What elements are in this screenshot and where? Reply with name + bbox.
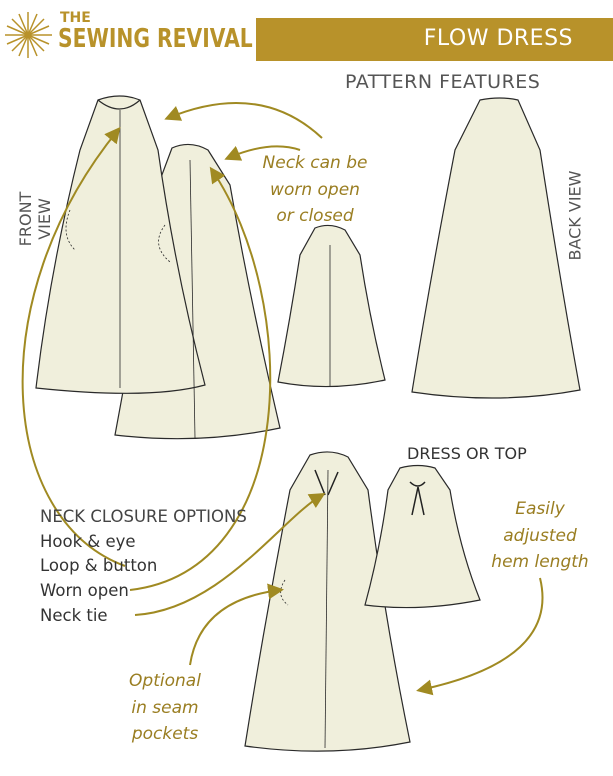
front-view-dress [35, 95, 206, 394]
callout-line: worn open [270, 179, 360, 200]
neck-closure-options: NECK CLOSURE OPTIONS Hook & eye Loop & b… [40, 505, 247, 629]
option-item: Neck tie [40, 605, 108, 625]
callout-line: adjusted [503, 525, 577, 546]
callout-arrows [21, 102, 544, 696]
callout-line: in seam [131, 697, 199, 718]
bottom-top-neck-tie [364, 464, 481, 609]
dress-or-top-label: DRESS OR TOP [407, 444, 527, 463]
pattern-features-heading: PATTERN FEATURES [345, 71, 541, 93]
callout-line: Neck can be [262, 153, 368, 173]
pockets-callout: Optional in seam pockets [105, 668, 225, 748]
callout-line: pockets [131, 724, 199, 744]
option-item: Loop & button [40, 556, 158, 576]
title-banner: FLOW DRESS [256, 18, 613, 61]
neck-closure-title: NECK CLOSURE OPTIONS [40, 507, 247, 526]
back-view-label: BACK VIEW [565, 170, 585, 261]
front-view-label: FRONT VIEW [16, 191, 54, 247]
banner-title: FLOW DRESS [423, 26, 573, 51]
option-item: Hook & eye [40, 531, 136, 551]
neck-callout: Neck can be worn open or closed [255, 150, 375, 230]
brand-name: SEWING REVIVAL [58, 24, 253, 54]
logo-sunburst-icon [5, 12, 52, 58]
bottom-dress [244, 451, 411, 752]
brand-the: THE [60, 10, 91, 26]
hem-callout: Easily adjusted hem length [480, 496, 600, 576]
option-item: Worn open [40, 581, 129, 601]
callout-line: Easily [515, 499, 565, 519]
top-open-neck [277, 224, 386, 388]
back-view-dress [411, 97, 581, 399]
callout-line: hem length [491, 552, 589, 572]
callout-line: Optional [129, 671, 201, 691]
callout-line: or closed [276, 206, 354, 226]
